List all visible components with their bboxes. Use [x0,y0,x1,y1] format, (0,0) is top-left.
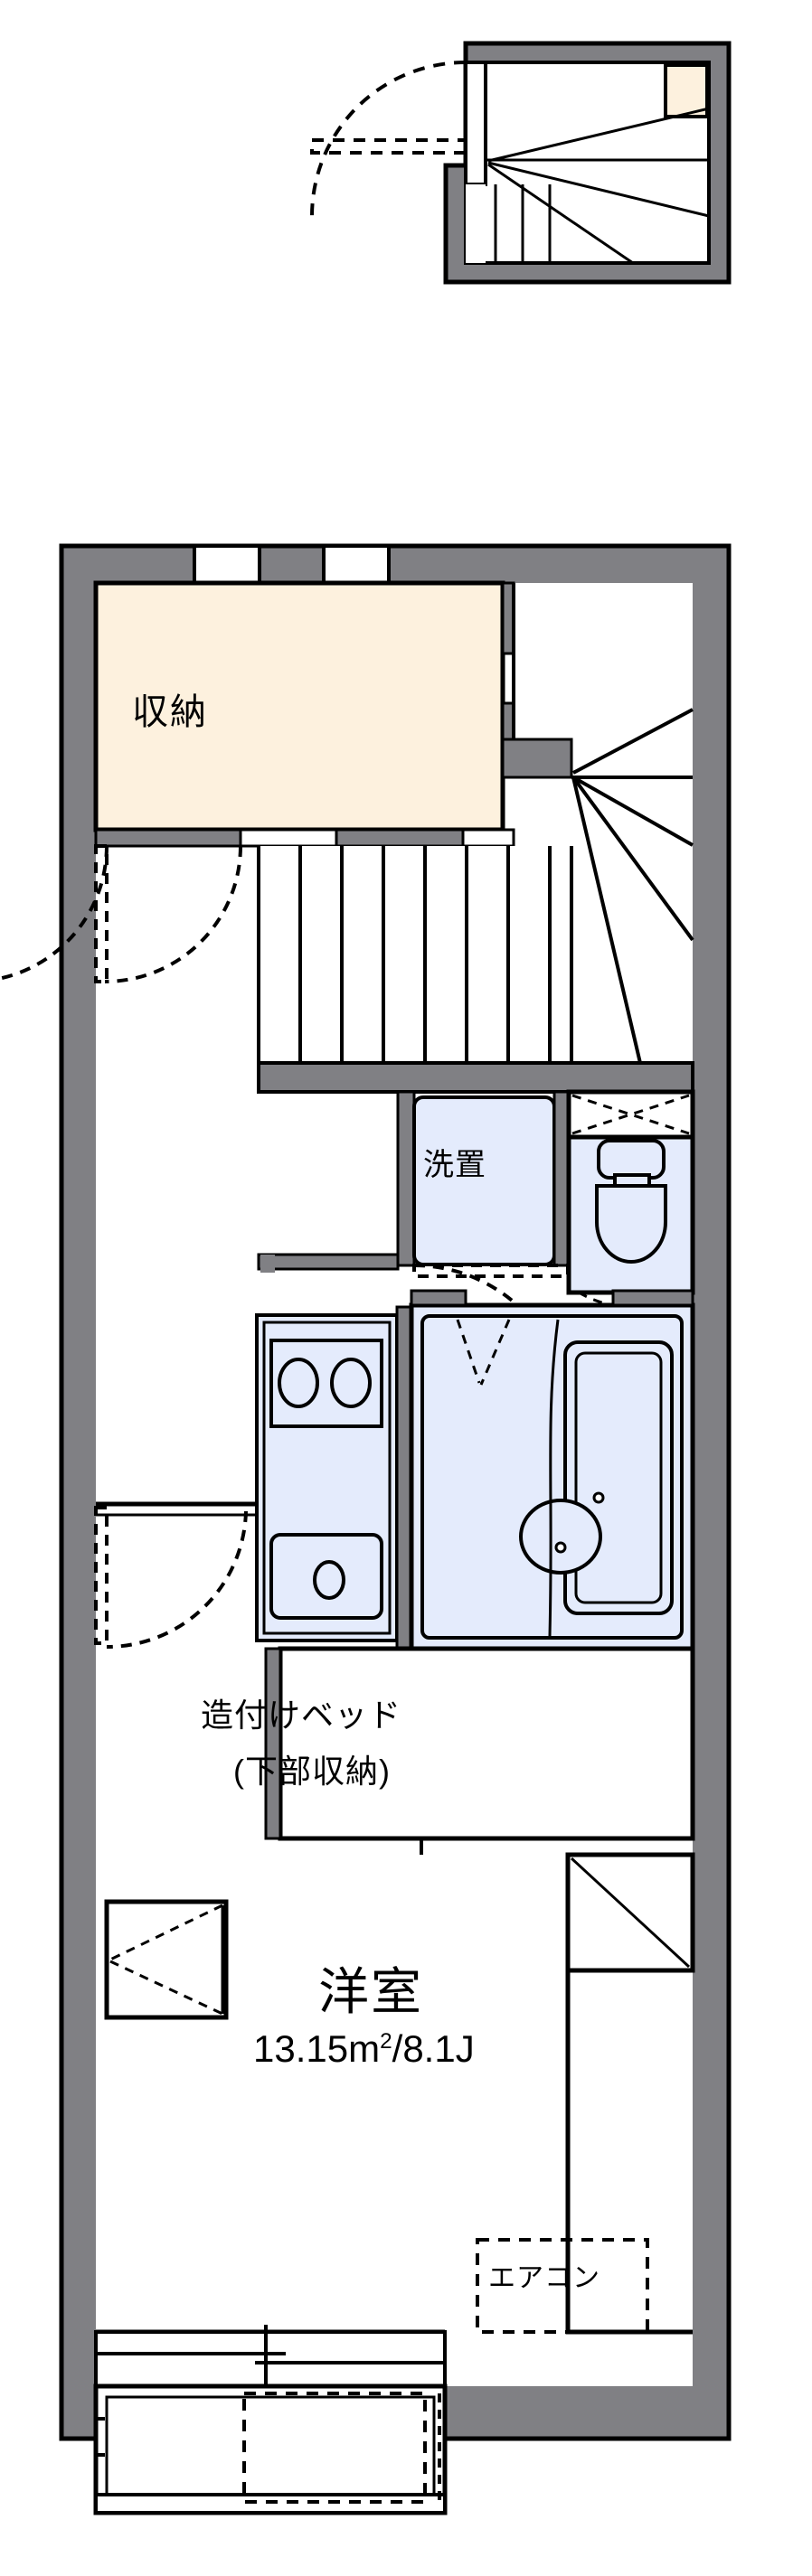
label-room-name: 洋室 [318,1963,423,2020]
stair-winder-1 [572,776,694,847]
window-north-1[interactable] [193,544,261,585]
upper-entrance-block [310,41,732,285]
closet-door-opening-1[interactable] [239,828,338,848]
label-room-area-superscript: 2 [380,2029,392,2054]
toilet-window[interactable] [566,1089,695,1140]
entrance-door-open-leaf [310,138,467,155]
upper-stair-winder-1 [487,107,710,163]
upper-stair-winder-3 [487,163,634,265]
label-builtin-bed-line2: (下部収納) [233,1753,391,1790]
kitchen-sink-drain [313,1560,345,1600]
south-window[interactable] [94,2330,447,2388]
room-left-cupboard-x-1 [109,1904,223,1961]
bed-left-wall [264,1647,282,1840]
room-door-leaf [94,1506,109,1645]
hall-door-swing-arc [104,845,242,983]
room-corner-closet-diagonal [570,1857,691,1969]
aircon-outline [476,2238,649,2334]
staircase-area [259,846,693,1063]
wall-stub-hall [257,1253,400,1271]
stair-winder-3 [571,776,642,1064]
bath-door-arc-2 [479,1319,511,1386]
main-unit [0,543,732,2515]
stove-burner-left [278,1358,319,1408]
room-left-cupboard[interactable] [104,1899,229,2020]
label-room-area-rest: /8.1J [392,2027,475,2070]
label-room-area: 13.15m2/8.1J [253,2030,475,2068]
bathtub-inner [574,1351,663,1604]
entrance-shoe-box [664,63,709,118]
toilet-window-x-1 [571,1094,690,1135]
label-room-area-main: 13.15m [253,2027,381,2070]
window-north-2[interactable] [322,544,391,585]
bath-counter-edge [548,1319,560,1637]
stove-burner-right [330,1358,372,1408]
builtin-bed[interactable] [278,1646,695,1841]
closet-door-track-2 [335,828,465,848]
toilet-tank [597,1139,666,1180]
bath-basin-drain [554,1541,567,1554]
stair-newel-pillar [501,738,573,779]
closet-door-track-1 [94,828,242,848]
label-aircon: エアコン [488,2263,600,2293]
entrance-door-leaf [464,61,487,186]
bath-door-header-left [410,1289,467,1307]
hall-door-arc-hidden [0,845,109,981]
label-storage: 収納 [132,692,208,732]
bath-door-header-right [611,1289,694,1307]
closet-door-opening-2[interactable] [461,828,515,848]
stair-upper-diagonal [572,708,694,775]
label-builtin-bed-line1: 造付けベッド [201,1697,402,1734]
bathtub-drain [592,1491,605,1504]
room-corner-closet-wall [565,1970,693,2335]
bath-door-arc-1 [456,1319,481,1384]
room-left-cupboard-x-2 [109,1960,223,2016]
label-washer: 洗置 [423,1148,486,1182]
stair-winder-2 [571,776,694,942]
balcony[interactable] [93,2383,448,2515]
kitchen-wall-stub [260,1255,275,1273]
wall-under-stairs [257,1061,694,1094]
hall-door-leaf [94,844,109,983]
toilet-window-x-2 [571,1094,690,1135]
toilet-bowl [595,1184,667,1264]
bath-wash-basin [519,1499,602,1575]
laundry-left-wall [396,1090,416,1267]
upper-stair-flight-area [466,184,486,263]
balcony-dashed-area [242,2392,427,2504]
upper-stair-winder-2 [487,161,710,218]
